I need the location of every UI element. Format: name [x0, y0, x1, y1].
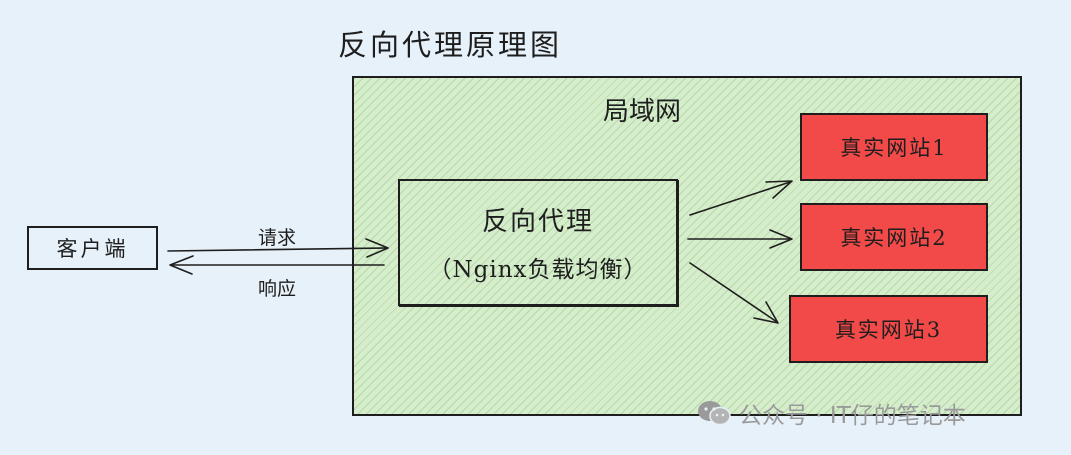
proxy-subtitle: （Nginx负载均衡） [428, 257, 648, 283]
proxy-title: 反向代理 [481, 207, 594, 237]
response-label: 响应 [258, 278, 297, 300]
watermark-text: 公众号 · IT仔的笔记本 [739, 403, 966, 429]
real-server-2: 真实网站2 [800, 203, 988, 271]
request-label: 请求 [258, 227, 297, 249]
client-node: 客户端 [27, 226, 158, 270]
real-server-3: 真实网站3 [789, 295, 988, 363]
real-server-1-label: 真实网站1 [840, 136, 948, 160]
real-server-2-label: 真实网站2 [840, 226, 948, 250]
real-server-3-label: 真实网站3 [834, 318, 943, 342]
lan-label: 局域网 [603, 97, 682, 127]
wechat-icon [698, 401, 731, 426]
diagram-title: 反向代理原理图 [338, 28, 563, 62]
reverse-proxy-node: 反向代理 （Nginx负载均衡） [398, 179, 678, 306]
watermark: 公众号 · IT仔的笔记本 [697, 396, 966, 430]
real-server-1: 真实网站1 [800, 113, 988, 181]
client-label: 客户端 [56, 237, 129, 261]
